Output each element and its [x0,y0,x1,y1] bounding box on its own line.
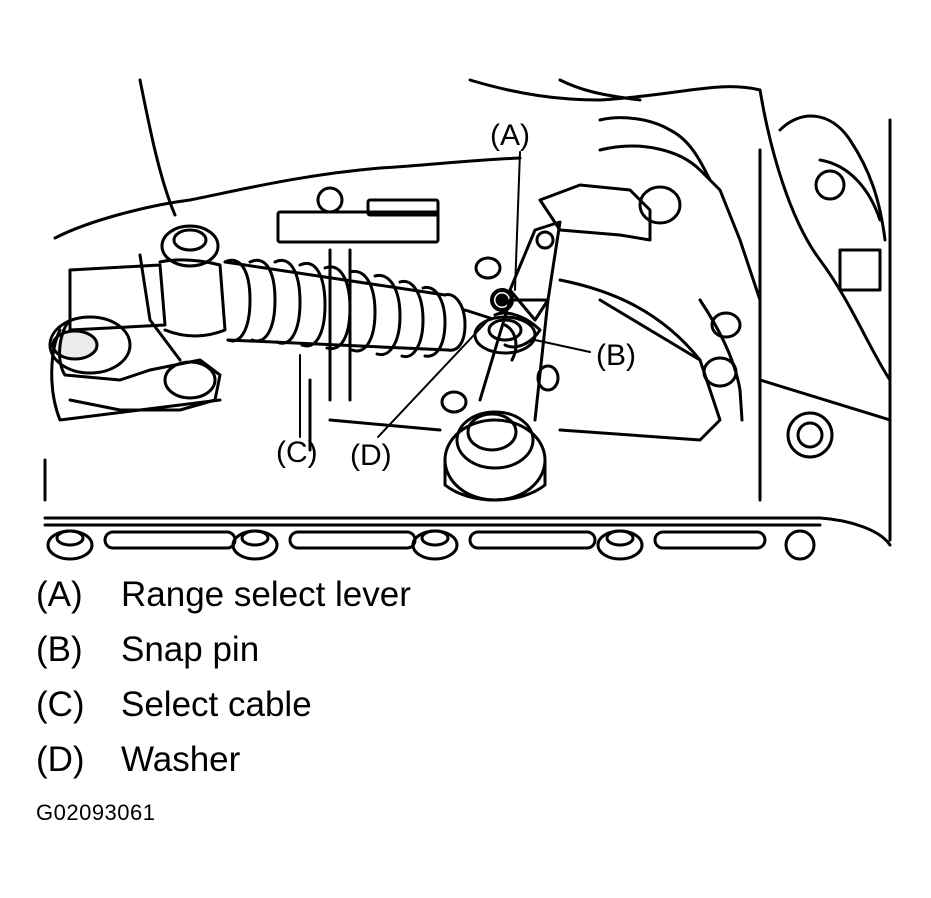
figure-code: G02093061 [36,800,156,825]
callout-d: (D) [350,439,392,472]
oil-pan-flange [43,516,892,561]
leader-line-b [534,339,591,353]
callout-b: (B) [596,339,636,372]
legend-item-b: (B) Snap pin [36,627,896,682]
legend-item-c: (C) Select cable [36,682,896,737]
legend-item-d: (D) Washer [36,737,896,792]
leader-line-d [377,317,491,438]
legend-key: (D) [36,740,85,779]
legend-key: (A) [36,575,83,614]
callout-c: (C) [276,436,318,469]
callout-a: (A) [490,119,530,152]
washer [473,315,537,355]
leader-lines [299,151,591,438]
legend-text: Snap pin [121,630,260,669]
legend-text: Select cable [121,685,312,724]
select-cable [68,258,492,359]
legend-key: (B) [36,630,83,669]
callout-labels: (A) (B) (C) (D) [276,119,636,472]
range-select-lever [443,220,562,502]
legend-text: Washer [121,740,241,779]
legend-item-a: (A) Range select lever [36,572,896,627]
leader-line-a [514,151,521,291]
parts-legend: (A) Range select lever (B) Snap pin (C) … [36,572,896,792]
cable-bracket [48,186,344,412]
transmission-linkage-illustration: (A) (B) (C) (D) [43,78,892,561]
legend-key: (C) [36,685,85,724]
snap-pin [490,288,542,362]
housing-bolts [440,183,742,414]
legend-text: Range select lever [121,575,411,614]
